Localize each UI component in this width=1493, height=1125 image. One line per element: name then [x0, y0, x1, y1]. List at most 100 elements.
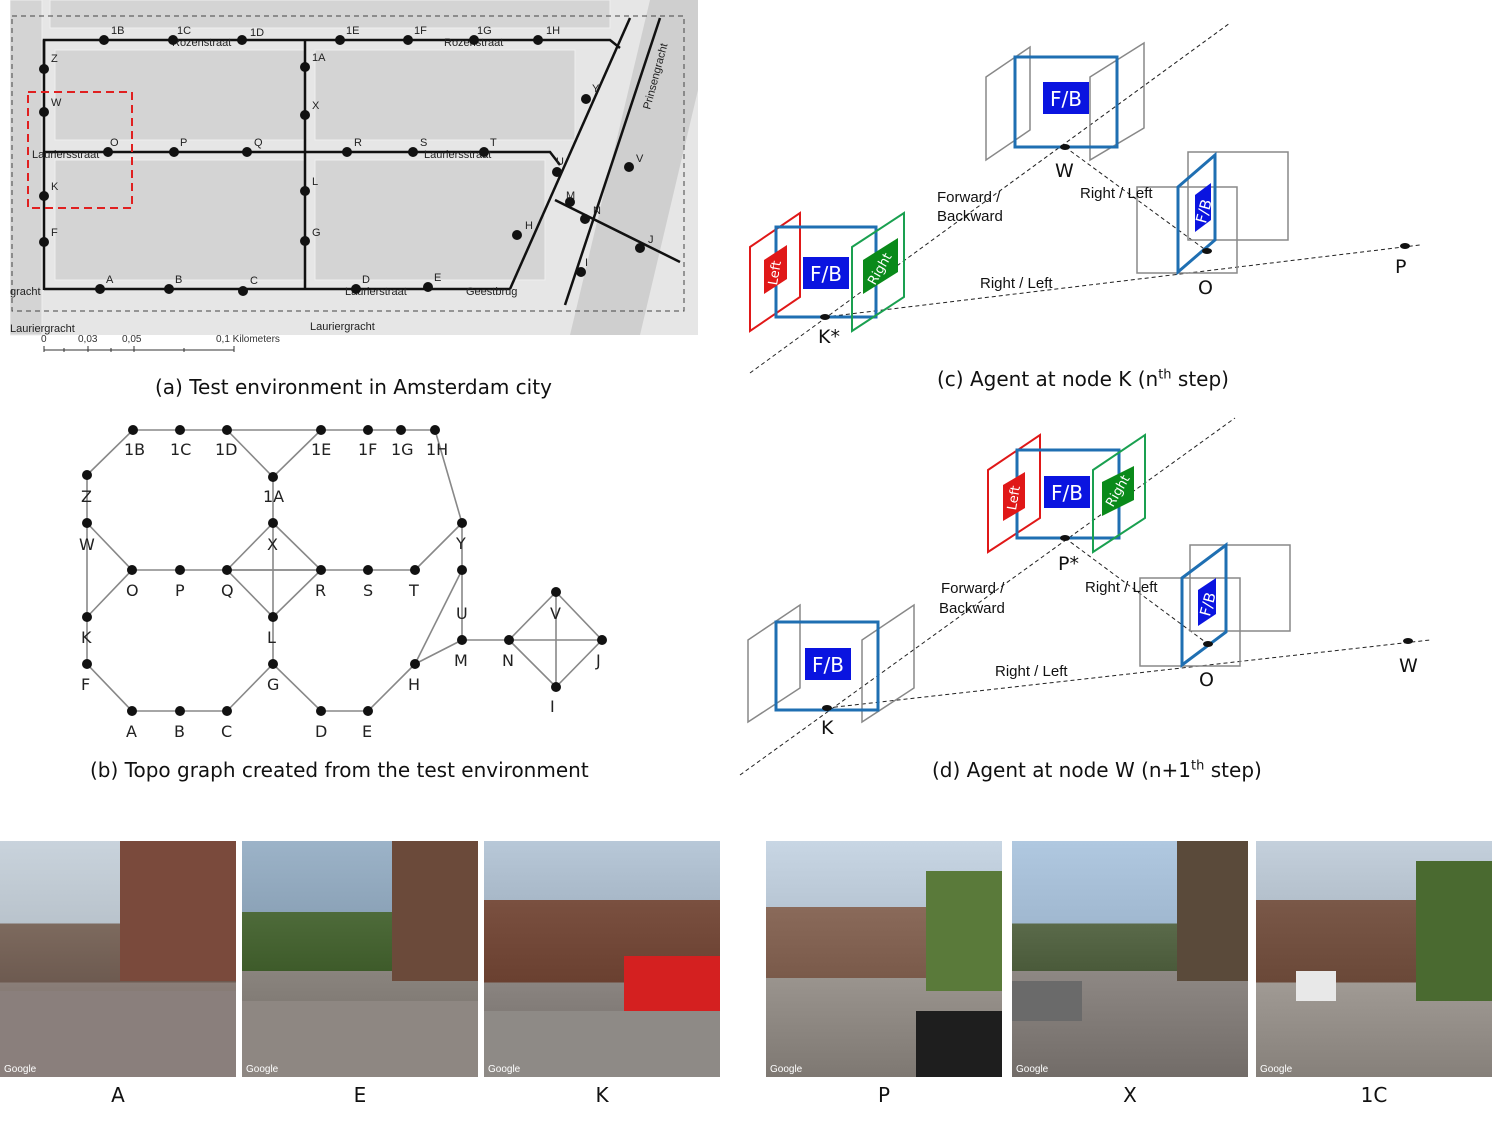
- svg-text:Y: Y: [592, 83, 600, 95]
- svg-text:F/B: F/B: [812, 653, 844, 677]
- svg-text:G: G: [312, 227, 321, 239]
- scale-bar: 0 0,03 0,05 0,1 Kilometers: [41, 334, 280, 352]
- svg-text:L: L: [312, 176, 318, 188]
- svg-text:Forward /: Forward /: [941, 580, 1005, 597]
- svg-text:V: V: [550, 604, 561, 623]
- photo-label-p: P: [877, 1083, 891, 1107]
- svg-text:1F: 1F: [358, 440, 377, 459]
- svg-text:W: W: [79, 535, 95, 554]
- svg-text:R: R: [315, 581, 326, 600]
- svg-text:Y: Y: [455, 534, 466, 553]
- svg-text:Z: Z: [81, 487, 92, 506]
- svg-text:Right / Left: Right / Left: [995, 663, 1068, 680]
- svg-text:1A: 1A: [263, 487, 284, 506]
- svg-text:V: V: [636, 153, 644, 165]
- svg-text:W: W: [51, 97, 62, 109]
- svg-text:Lauriergracht: Lauriergracht: [10, 323, 75, 335]
- svg-text:1H: 1H: [426, 440, 448, 459]
- street-photo-1c: Google: [1256, 841, 1492, 1077]
- svg-text:F: F: [51, 227, 58, 239]
- svg-text:K*: K*: [818, 326, 840, 348]
- photo-label-e: E: [353, 1083, 367, 1107]
- svg-text:A: A: [126, 722, 137, 741]
- svg-text:F/B: F/B: [1192, 197, 1216, 225]
- svg-text:S: S: [363, 581, 373, 600]
- svg-text:O: O: [1199, 669, 1214, 691]
- svg-text:Z: Z: [51, 53, 58, 65]
- svg-text:1E: 1E: [311, 440, 331, 459]
- svg-text:L: L: [267, 628, 276, 647]
- svg-text:0,1 Kilometers: 0,1 Kilometers: [216, 334, 280, 345]
- photo-label-a: A: [111, 1083, 125, 1107]
- caption-a: (a) Test environment in Amsterdam city: [155, 375, 552, 399]
- svg-text:Lauriersstraat: Lauriersstraat: [32, 149, 99, 161]
- svg-text:S: S: [420, 137, 427, 149]
- svg-text:E: E: [434, 272, 441, 284]
- svg-text:J: J: [595, 651, 601, 670]
- map-svg: Lauriersstraat Lauriersstraat Rozenstraa…: [9, 0, 698, 336]
- photo-label-k: K: [595, 1083, 609, 1107]
- svg-text:Rozenstraat: Rozenstraat: [172, 37, 231, 49]
- svg-text:K: K: [821, 717, 834, 739]
- svg-text:B: B: [174, 722, 185, 741]
- svg-text:O: O: [126, 581, 139, 600]
- svg-text:A: A: [106, 274, 114, 286]
- svg-text:F/B: F/B: [1196, 590, 1220, 618]
- svg-text:1B: 1B: [111, 25, 124, 37]
- svg-text:P: P: [1395, 256, 1406, 278]
- svg-text:D: D: [362, 274, 370, 286]
- svg-text:U: U: [556, 156, 564, 168]
- svg-text:Right / Left: Right / Left: [1080, 185, 1153, 202]
- svg-text:W: W: [1399, 655, 1418, 677]
- caption-b: (b) Topo graph created from the test env…: [90, 758, 589, 782]
- svg-text:X: X: [267, 535, 278, 554]
- svg-text:Geestbrug: Geestbrug: [466, 286, 517, 298]
- panel-d-agent-step-n1: Left F/B Right P* F/B O W F/B K Forward …: [735, 410, 1440, 780]
- caption-c: (c) Agent at node K (nth step): [937, 367, 1229, 391]
- svg-text:U: U: [456, 604, 468, 623]
- svg-text:Forward /: Forward /: [937, 189, 1001, 206]
- svg-text:Q: Q: [254, 137, 263, 149]
- svg-text:F/B: F/B: [1050, 87, 1082, 111]
- svg-text:W: W: [1055, 160, 1074, 182]
- svg-text:Backward: Backward: [939, 600, 1005, 617]
- svg-text:H: H: [408, 675, 420, 694]
- svg-text:1E: 1E: [346, 25, 359, 37]
- svg-text:1B: 1B: [124, 440, 145, 459]
- fb-box-w: [1043, 82, 1089, 114]
- street-photo-p: Google: [766, 841, 1002, 1077]
- svg-text:K: K: [81, 628, 92, 647]
- svg-text:I: I: [585, 257, 588, 269]
- svg-text:1F: 1F: [414, 25, 427, 37]
- svg-text:Right / Left: Right / Left: [1085, 579, 1158, 596]
- svg-text:I: I: [550, 697, 555, 716]
- svg-text:R: R: [354, 137, 362, 149]
- photo-label-x: X: [1123, 1083, 1137, 1107]
- svg-text:N: N: [593, 205, 601, 217]
- svg-text:Right / Left: Right / Left: [980, 275, 1053, 292]
- svg-text:Backward: Backward: [937, 208, 1003, 225]
- svg-text:Left: Left: [1005, 485, 1024, 512]
- street-photo-x: Google: [1012, 841, 1248, 1077]
- svg-text:1H: 1H: [546, 25, 560, 37]
- svg-text:1C: 1C: [177, 25, 191, 37]
- svg-text:H: H: [525, 220, 533, 232]
- street-photo-e: Google: [242, 841, 478, 1077]
- svg-text:1A: 1A: [312, 52, 326, 64]
- photo-label-1c: 1C: [1360, 1083, 1388, 1107]
- svg-text:K: K: [51, 181, 59, 193]
- svg-text:Q: Q: [221, 581, 234, 600]
- svg-text:1C: 1C: [170, 440, 191, 459]
- svg-text:D: D: [315, 722, 327, 741]
- caption-d: (d) Agent at node W (n+1th step): [932, 758, 1262, 782]
- svg-text:P: P: [180, 137, 187, 149]
- svg-text:G: G: [267, 675, 279, 694]
- panel-a-map: Lauriersstraat Lauriersstraat Rozenstraa…: [9, 0, 698, 352]
- svg-text:M: M: [454, 651, 468, 670]
- svg-text:B: B: [175, 274, 182, 286]
- svg-text:M: M: [566, 190, 575, 202]
- svg-text:T: T: [408, 581, 419, 600]
- svg-text:0: 0: [41, 334, 47, 345]
- fb-box-k: [803, 257, 849, 289]
- svg-text:0,05: 0,05: [122, 334, 142, 345]
